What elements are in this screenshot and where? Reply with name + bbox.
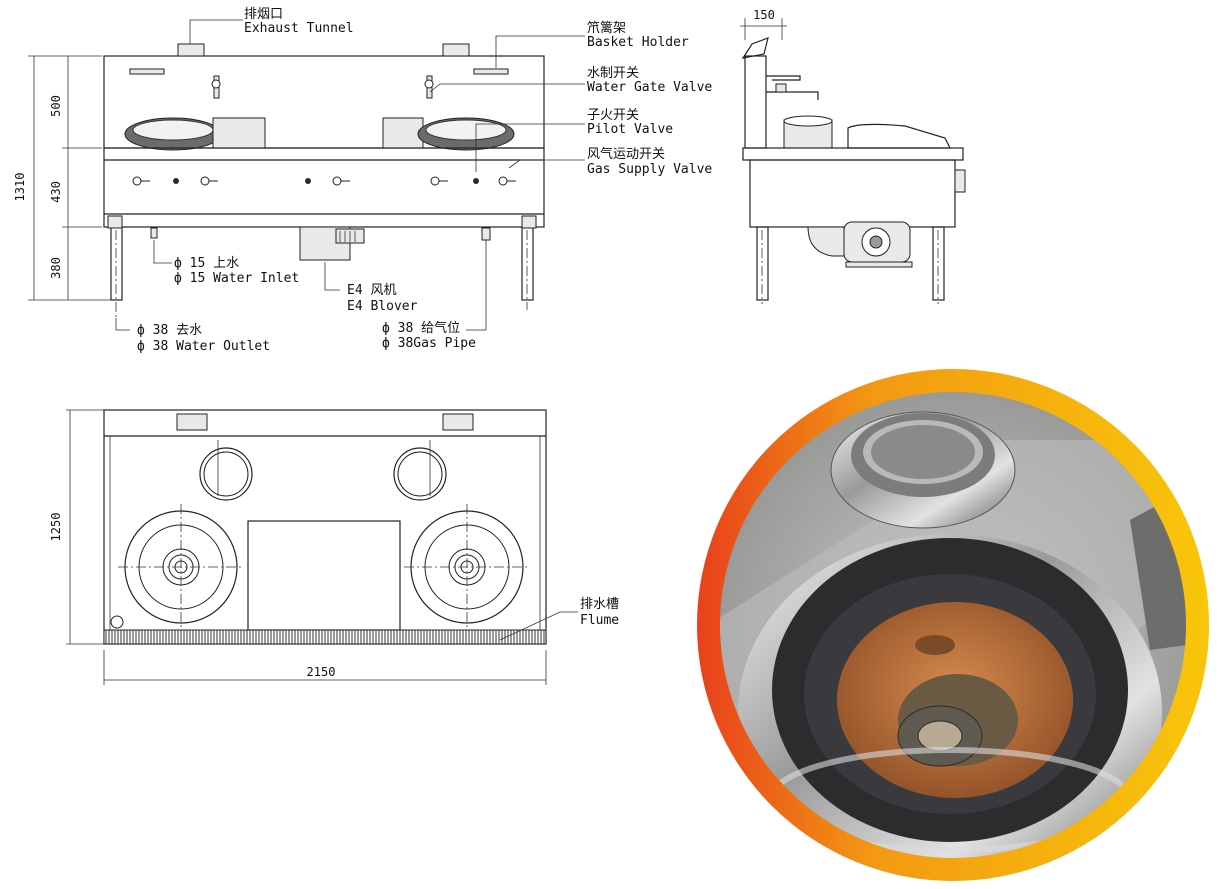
label-pilot-en: Pilot Valve xyxy=(587,122,673,137)
label-basket-en: Basket Holder xyxy=(587,35,689,50)
burner-right-icon xyxy=(404,504,530,630)
water-tap-icon xyxy=(424,75,434,99)
callout-gas-supply: 风气运动开关 Gas Supply Valve xyxy=(587,146,712,177)
dim-side-depth: 150 xyxy=(753,8,775,22)
label-gas-supply-en: Gas Supply Valve xyxy=(587,162,712,177)
blower-side-icon xyxy=(807,221,913,268)
label-pilot-cn: 子火开关 xyxy=(587,108,639,123)
faucet-icon xyxy=(766,75,819,100)
callout-blower: E4 风机 E4 Blover xyxy=(347,283,418,314)
burner-photo-image xyxy=(720,392,1186,858)
control-knob-icon xyxy=(132,176,516,186)
dim-height-legs: 380 xyxy=(49,257,63,279)
flume-strip xyxy=(103,629,547,645)
front-view: 1310 500 430 380 xyxy=(13,19,585,331)
callout-water-outlet: ф 38 去水 ф 38 Water Outlet xyxy=(137,323,270,354)
dim-width: 2150 xyxy=(307,665,336,679)
label-water-gate-en: Water Gate Valve xyxy=(587,80,712,95)
label-flume-cn: 排水槽 xyxy=(580,597,619,612)
label-water-gate-cn: 水制开关 xyxy=(587,66,639,81)
label-blower-cn: E4 风机 xyxy=(347,283,396,298)
label-water-inlet-en: ф 15 Water Inlet xyxy=(174,271,299,286)
callout-water-gate: 水制开关 Water Gate Valve xyxy=(587,66,712,95)
dim-height-total: 1310 xyxy=(13,173,27,202)
blower-icon xyxy=(299,226,365,261)
water-tap-icon xyxy=(211,75,221,99)
callout-water-inlet: ф 15 上水 ф 15 Water Inlet xyxy=(174,256,299,286)
dim-height-middle: 430 xyxy=(49,181,63,203)
dim-depth: 1250 xyxy=(49,513,63,542)
label-exhaust-cn: 排烟口 xyxy=(244,7,283,22)
label-flume-en: Flume xyxy=(580,613,619,628)
top-view: 1250 xyxy=(49,409,619,685)
dim-height-upper: 500 xyxy=(49,95,63,117)
label-basket-cn: 笊篱架 xyxy=(587,20,626,36)
callout-basket: 笊篱架 Basket Holder xyxy=(587,20,689,50)
label-gas-supply-cn: 风气运动开关 xyxy=(587,146,665,162)
burner-left-icon xyxy=(118,504,244,630)
label-gas-pipe-en: ф 38Gas Pipe xyxy=(382,336,476,351)
callout-pilot: 子火开关 Pilot Valve xyxy=(587,108,673,137)
callout-gas-pipe: ф 38 给气位 ф 38Gas Pipe xyxy=(382,320,476,351)
label-water-outlet-cn: ф 38 去水 xyxy=(137,323,202,338)
burner-photo xyxy=(697,369,1209,881)
label-water-outlet-en: ф 38 Water Outlet xyxy=(137,339,270,354)
label-water-inlet-cn: ф 15 上水 xyxy=(174,256,239,271)
label-gas-pipe-cn: ф 38 给气位 xyxy=(382,320,460,336)
callout-exhaust: 排烟口 Exhaust Tunnel xyxy=(244,7,354,36)
side-view: 150 xyxy=(740,8,966,304)
label-exhaust-en: Exhaust Tunnel xyxy=(244,21,354,36)
label-blower-en: E4 Blover xyxy=(347,299,418,314)
